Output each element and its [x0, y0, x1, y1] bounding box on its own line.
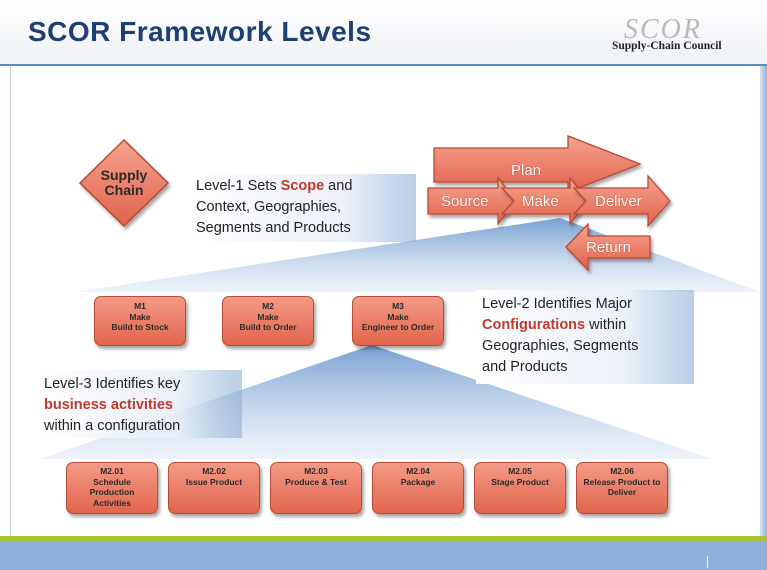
level3-box-code: M2.04: [406, 466, 430, 476]
footer-bar: [0, 542, 767, 570]
deliver-label: Deliver: [595, 193, 642, 210]
level3-text-panel: [34, 370, 242, 438]
supply-chain-label: Supply Chain: [92, 168, 156, 198]
level3-box-m2-06: M2.06 Release Product to Deliver: [576, 462, 668, 514]
return-label: Return: [586, 239, 632, 256]
level2-box-m3: M3 Make Engineer to Order: [352, 296, 444, 346]
level3-text: Level-3 Identifies key business activiti…: [44, 374, 244, 437]
left-rule: [10, 66, 11, 536]
level2-line3: Geographies, Segments: [482, 338, 639, 354]
level2-line4: and Products: [482, 359, 568, 375]
level3-box-line2: Production: [89, 487, 135, 497]
level2-box-code: M1: [134, 301, 146, 311]
make-arrow: [500, 176, 589, 226]
level3-box-line1: Schedule: [93, 476, 131, 487]
level3-box-line2: Deliver: [607, 487, 637, 497]
level2-line1: Level-2 Identifies Major: [482, 296, 632, 312]
level2-box-desc: Build to Stock: [111, 322, 169, 332]
level3-box-line1: Stage Product: [491, 476, 549, 487]
level1-text-panel: [188, 174, 416, 242]
level3-box-m2-01: M2.01 Schedule Production Activities: [66, 462, 158, 514]
plan-arrow: [433, 135, 642, 193]
level3-box-code: M2.05: [508, 466, 532, 476]
level3-box-code: M2.03: [304, 466, 328, 476]
return-arrow: [565, 222, 651, 272]
level3-box-line1: Issue Product: [185, 476, 243, 487]
level2-box-name: Make: [257, 311, 279, 322]
level3-box-code: M2.01: [100, 466, 124, 476]
level1-line1-prefix: Level-1 Sets: [196, 178, 281, 194]
level2-box-m1: M1 Make Build to Stock: [94, 296, 186, 346]
level3-box-m2-04: M2.04 Package: [372, 462, 464, 514]
level1-text: Level-1 Sets Scope and Context, Geograph…: [196, 176, 416, 239]
level2-box-desc: Engineer to Order: [361, 322, 435, 332]
level2-box-m2: M2 Make Build to Order: [222, 296, 314, 346]
level2-box-code: M2: [262, 301, 274, 311]
level3-box-m2-03: M2.03 Produce & Test: [270, 462, 362, 514]
level2-box-name: Make: [129, 311, 151, 322]
footer-divider: [707, 556, 708, 568]
header-bar: SCOR Framework Levels SCOR Supply-Chain …: [0, 0, 767, 66]
level3-box-code: M2.06: [610, 466, 634, 476]
level3-box-m2-05: M2.05 Stage Product: [474, 462, 566, 514]
level1-line1-suffix: and: [324, 178, 353, 194]
level3-line1: Level-3 Identifies key: [44, 376, 181, 392]
logo-text: Supply-Chain Council: [612, 40, 722, 52]
level2-line2-suffix: within: [585, 317, 627, 333]
level3-box-m2-02: M2.02 Issue Product: [168, 462, 260, 514]
deliver-arrow: [572, 174, 671, 228]
level1-line2: Context, Geographies,: [196, 199, 342, 215]
page-title: SCOR Framework Levels: [28, 16, 372, 47]
diamond-label-line1: Supply: [100, 167, 148, 183]
diamond-label-line2: Chain: [104, 182, 144, 198]
make-label: Make: [522, 193, 559, 210]
plan-label: Plan: [511, 162, 542, 179]
level2-box-desc: Build to Order: [239, 322, 297, 332]
level2-box-name: Make: [387, 311, 409, 322]
level3-keyword: business activities: [44, 397, 173, 413]
level2-keyword: Configurations: [482, 317, 586, 333]
level2-box-code: M3: [392, 301, 404, 311]
level1-line3: Segments and Products: [196, 220, 351, 236]
supply-chain-diamond: [78, 138, 170, 228]
right-strip: [760, 66, 767, 536]
level3-box-line1: Package: [400, 476, 436, 487]
source-label: Source: [441, 193, 489, 210]
scc-logo: SCOR Supply-Chain Council: [606, 14, 752, 58]
level2-fan: [76, 218, 760, 292]
level1-keyword: Scope: [280, 178, 325, 194]
footer-green-stripe: [0, 536, 767, 542]
level3-box-line1: Produce & Test: [285, 476, 347, 487]
level2-text: Level-2 Identifies Major Configurations …: [482, 294, 697, 378]
level3-box-code: M2.02: [202, 466, 226, 476]
level3-box-line3: Activities: [93, 497, 131, 508]
level3-box-line1: Release Product to: [583, 476, 661, 487]
scor-logo-mark: SCOR: [624, 14, 702, 45]
level3-line3: within a configuration: [44, 418, 181, 434]
level2-text-panel: [476, 290, 694, 384]
